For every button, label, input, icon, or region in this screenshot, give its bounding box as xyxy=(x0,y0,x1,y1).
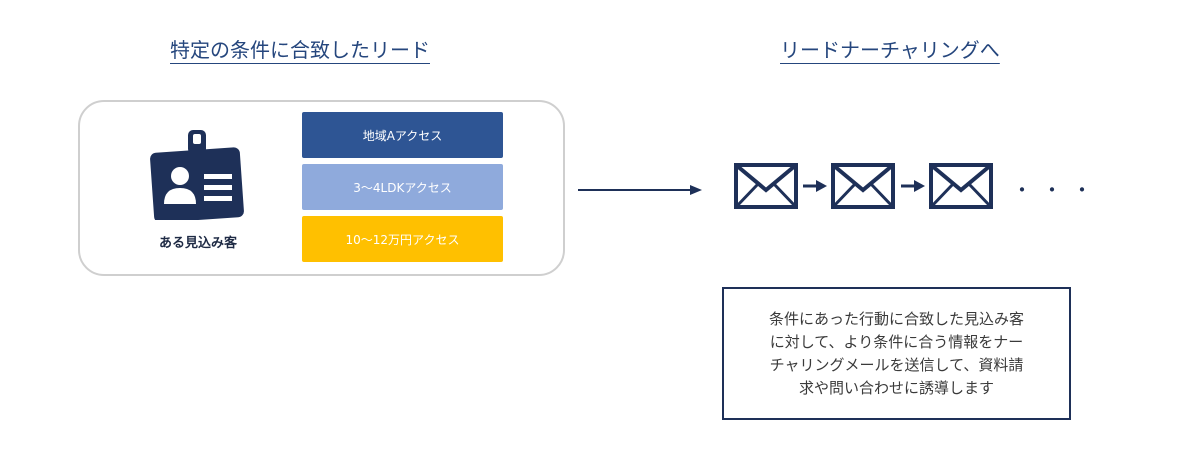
prospect-label: ある見込み客 xyxy=(158,236,237,251)
condition-region-access: 地域Aアクセス xyxy=(302,112,503,158)
right-arrow-icon xyxy=(803,180,827,192)
description-line: チャリングメールを送信して、資料請 xyxy=(769,355,1024,374)
description-line: 求や問い合わせに誘導します xyxy=(798,378,994,397)
id-badge-icon xyxy=(150,130,244,220)
right-arrow-icon xyxy=(578,185,702,195)
nurturing-section-heading: リードナーチャリングへ xyxy=(780,38,1000,62)
envelope-icon xyxy=(929,163,993,209)
condition-price-access: 10〜12万円アクセス xyxy=(302,216,503,262)
description-line: に対して、より条件に合う情報をナー xyxy=(769,332,1024,351)
description-box: 条件にあった行動に合致した見込み客 に対して、より条件に合う情報をナー チャリン… xyxy=(722,287,1071,420)
envelope-icon xyxy=(734,163,798,209)
envelope-icon xyxy=(831,163,895,209)
lead-section-heading: 特定の条件に合致したリード xyxy=(170,38,430,62)
right-arrow-icon xyxy=(901,180,925,192)
description-line: 条件にあった行動に合致した見込み客 xyxy=(768,309,1024,328)
continuation-dots: ・・・ xyxy=(1012,178,1102,202)
condition-layout-access: 3〜4LDKアクセス xyxy=(302,164,503,210)
